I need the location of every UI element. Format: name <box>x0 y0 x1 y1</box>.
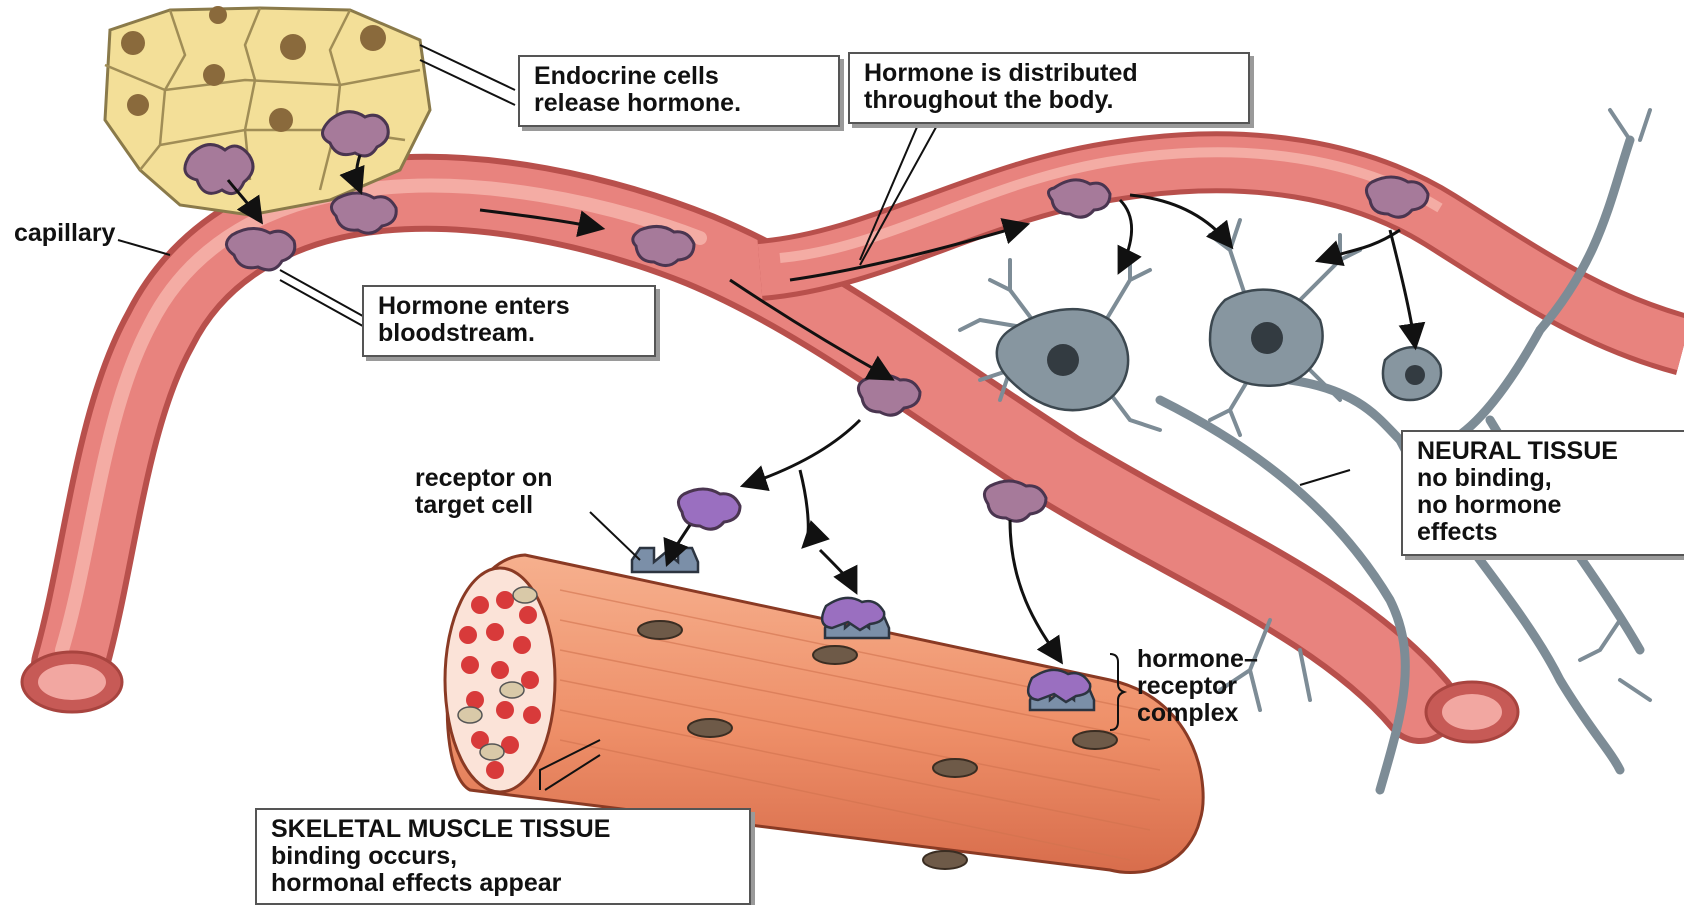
hormone-molecule <box>678 489 740 529</box>
complex-line-1: hormone– <box>1137 646 1258 673</box>
endocrine-callout: Endocrine cells release hormone. <box>518 55 840 127</box>
hormone-molecule <box>984 481 1046 521</box>
distributed-line-2: throughout the body. <box>864 87 1236 114</box>
distributed-line-1: Hormone is distributed <box>864 60 1236 87</box>
neural-line-4: effects <box>1417 519 1675 546</box>
complex-label: hormone– receptor complex <box>1137 646 1258 727</box>
receptor-line-1: receptor on <box>415 465 553 492</box>
capillary-label: capillary <box>14 220 115 247</box>
enters-line-2: bloodstream. <box>378 320 642 347</box>
hormone-molecule <box>633 226 694 265</box>
neural-line-1: NEURAL TISSUE <box>1417 438 1675 465</box>
neural-line-2: no binding, <box>1417 465 1675 492</box>
neural-line-3: no hormone <box>1417 492 1675 519</box>
hormone-molecule <box>1048 180 1110 217</box>
skeletal-line-2: binding occurs, <box>271 843 737 870</box>
skeletal-line-1: SKELETAL MUSCLE TISSUE <box>271 816 737 843</box>
receptor-line-2: target cell <box>415 492 553 519</box>
receptor-label: receptor on target cell <box>415 465 553 519</box>
enters-line-1: Hormone enters <box>378 293 642 320</box>
skeletal-line-3: hormonal effects appear <box>271 870 737 897</box>
skeletal-callout: SKELETAL MUSCLE TISSUE binding occurs, h… <box>255 808 751 905</box>
distributed-callout: Hormone is distributed throughout the bo… <box>848 52 1250 124</box>
receptor <box>632 548 698 572</box>
endocrine-line-2: release hormone. <box>534 90 826 117</box>
neural-callout: NEURAL TISSUE no binding, no hormone eff… <box>1401 430 1684 556</box>
endocrine-line-1: Endocrine cells <box>534 63 826 90</box>
complex-line-2: receptor <box>1137 673 1258 700</box>
complex-line-3: complex <box>1137 700 1258 727</box>
enters-callout: Hormone enters bloodstream. <box>362 285 656 357</box>
